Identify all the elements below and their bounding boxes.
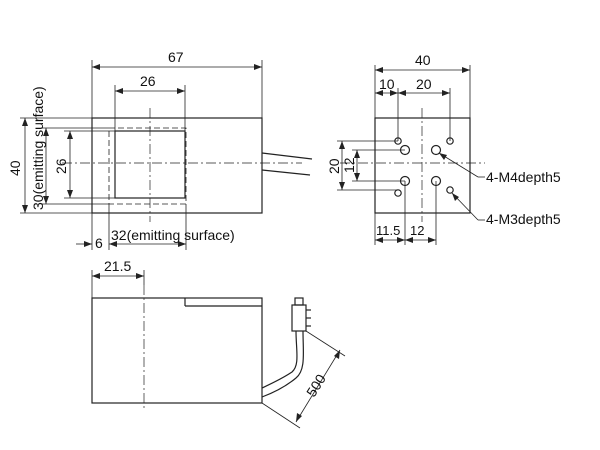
dim-window-width: 26 (140, 73, 156, 89)
end-body-outline (374, 117, 471, 214)
cable-lower (261, 330, 305, 398)
front-cable-upper (261, 152, 313, 160)
hole-m3-4 (446, 186, 454, 194)
dim-width-emitting: 32(emitting surface) (111, 227, 235, 243)
cable-upper (261, 330, 298, 389)
dim-end-bottom-12: 12 (410, 223, 424, 238)
dim-height-total: 40 (7, 160, 23, 176)
end-view: 40 10 20 20 12 11.5 12 (326, 52, 561, 245)
side-body-outline (91, 297, 263, 404)
dim-height-emitting: 30(emitting surface) (30, 86, 46, 210)
connector (291, 304, 307, 332)
dim-overall-length: 67 (168, 49, 184, 65)
dim-cable-length: 500 (303, 371, 329, 399)
dim-height-window: 26 (53, 158, 69, 174)
dim-end-width: 40 (415, 52, 431, 68)
dim-end-spacing-20: 20 (416, 76, 432, 92)
dim-end-spacing-10: 10 (379, 76, 395, 92)
front-view: 67 26 40 30(emitting surface) 26 (7, 49, 313, 251)
side-view: 21.5 500 (91, 258, 346, 429)
front-cable-lower (261, 169, 311, 176)
dim-offset-left: 6 (95, 235, 103, 251)
front-emitting-surface (108, 127, 187, 205)
hole-m4-2 (430, 144, 442, 156)
dim-side-offset: 21.5 (104, 258, 131, 274)
front-body-outline (91, 117, 263, 214)
callout-m4: 4-M4depth5 (486, 169, 561, 185)
dim-end-vert-12: 12 (341, 157, 357, 173)
dim-line-500 (295, 349, 341, 423)
callout-m3: 4-M3depth5 (486, 211, 561, 227)
hole-m3-3 (394, 189, 402, 197)
dim-end-vert-20: 20 (326, 158, 342, 174)
dim-end-bottom-11-5: 11.5 (376, 223, 400, 238)
